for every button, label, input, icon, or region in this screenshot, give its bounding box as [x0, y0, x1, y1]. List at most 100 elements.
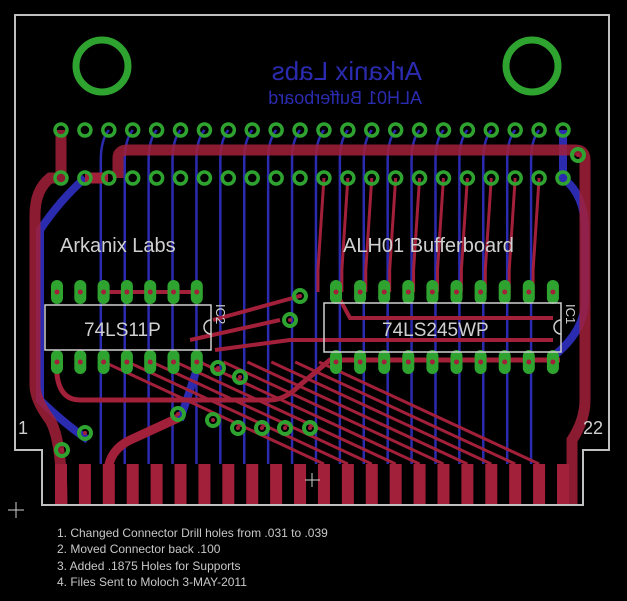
connector-finger	[246, 464, 259, 505]
header-pad	[220, 170, 237, 186]
header-pad	[459, 122, 476, 138]
top-trace	[270, 360, 492, 466]
connector-finger	[533, 464, 546, 505]
header-pad	[340, 122, 356, 138]
header-pad	[411, 122, 428, 138]
via	[254, 420, 270, 436]
via-drill	[283, 426, 287, 430]
via-drill	[576, 153, 580, 157]
ic1-pad-drill	[381, 289, 387, 295]
header-pad	[483, 122, 500, 138]
connector-finger	[365, 464, 378, 505]
top-trace	[340, 177, 350, 292]
via-drill	[288, 318, 292, 322]
via	[77, 425, 93, 441]
header-pad	[244, 122, 260, 138]
connector-finger	[174, 464, 187, 505]
via	[282, 312, 298, 328]
connector-finger	[78, 464, 91, 505]
top-trace	[127, 360, 349, 466]
ic2-pad-drill	[194, 359, 200, 365]
via-drill	[298, 294, 302, 298]
via	[277, 420, 293, 436]
ic1-pad-drill	[429, 289, 435, 295]
top-trace	[246, 360, 469, 466]
header-pad	[196, 170, 213, 186]
ic2-pad-drill	[101, 289, 107, 295]
power-bus	[29, 130, 68, 506]
via	[302, 420, 318, 436]
ic2-pad-drill	[124, 359, 130, 365]
ic2-pad-drill	[77, 359, 83, 365]
connector-finger	[485, 464, 498, 505]
ic1-pad-drill	[381, 359, 387, 365]
header-pad	[53, 122, 69, 138]
header-pad	[124, 170, 141, 186]
header-pad	[292, 122, 308, 138]
ic1-pad-drill	[550, 359, 556, 365]
ic2-pad-drill	[77, 289, 83, 295]
header-pad	[507, 170, 523, 186]
header-pad	[53, 170, 69, 186]
connector-finger	[317, 464, 330, 505]
pads-layer	[51, 122, 586, 458]
ic2-notch	[203, 319, 212, 335]
ic2-outline	[44, 304, 212, 351]
silk-title: Arkanix Labs	[60, 235, 176, 257]
top-trace	[294, 360, 516, 466]
connector-finger	[557, 464, 569, 505]
origin-cross-icon	[8, 473, 320, 518]
ic1-pad-drill	[333, 359, 339, 365]
ic1-notch	[553, 319, 562, 335]
trace	[189, 318, 553, 352]
ic2-ref: IC2	[213, 304, 228, 324]
ic1-pad-drill	[429, 359, 435, 365]
via	[205, 412, 221, 428]
header-pad	[148, 122, 165, 138]
header-pad	[172, 122, 189, 138]
connector-finger	[270, 464, 283, 505]
header-pad	[555, 122, 571, 138]
top-trace	[316, 177, 326, 292]
header-pad	[316, 170, 332, 186]
via-drill	[211, 418, 215, 422]
via-drill	[238, 375, 242, 379]
header-pad	[435, 122, 452, 138]
header-pad	[459, 170, 476, 186]
connector-finger	[413, 464, 426, 505]
connector-finger	[198, 464, 211, 505]
note: 1. Changed Connector Drill holes from .0…	[57, 526, 328, 540]
via	[210, 360, 226, 376]
header-pad	[387, 170, 404, 186]
trace	[54, 357, 560, 403]
header-pad	[435, 170, 452, 186]
header-pad	[77, 170, 93, 186]
note: 2. Moved Connector back .100	[57, 542, 221, 557]
header-pad	[124, 122, 141, 138]
connector-finger	[461, 464, 474, 505]
header-pad	[316, 122, 332, 138]
ic1-pad-drill	[405, 289, 411, 295]
header-pad	[531, 122, 547, 138]
note: 3. Added .1875 Holes for Supports	[57, 558, 241, 573]
bottom-silk-subtitle: ALH01 Bufferboard	[268, 88, 422, 108]
ic1-outline	[323, 302, 562, 353]
header-pad	[507, 122, 523, 138]
ic2-pad-drill	[101, 359, 107, 365]
header-pad	[483, 170, 500, 186]
ic2-pad-drill	[124, 289, 130, 295]
header-pad	[220, 122, 237, 138]
header-pad	[268, 170, 284, 186]
connector-finger	[102, 464, 115, 505]
via	[232, 369, 248, 385]
board-outline	[14, 14, 610, 506]
top-trace	[222, 360, 445, 466]
top-trace	[318, 360, 540, 466]
header-pad	[292, 170, 308, 186]
via	[570, 147, 586, 163]
top-trace	[175, 360, 397, 466]
via-drill	[236, 426, 240, 430]
bottom-trace	[99, 129, 110, 464]
header-pad	[148, 170, 165, 186]
